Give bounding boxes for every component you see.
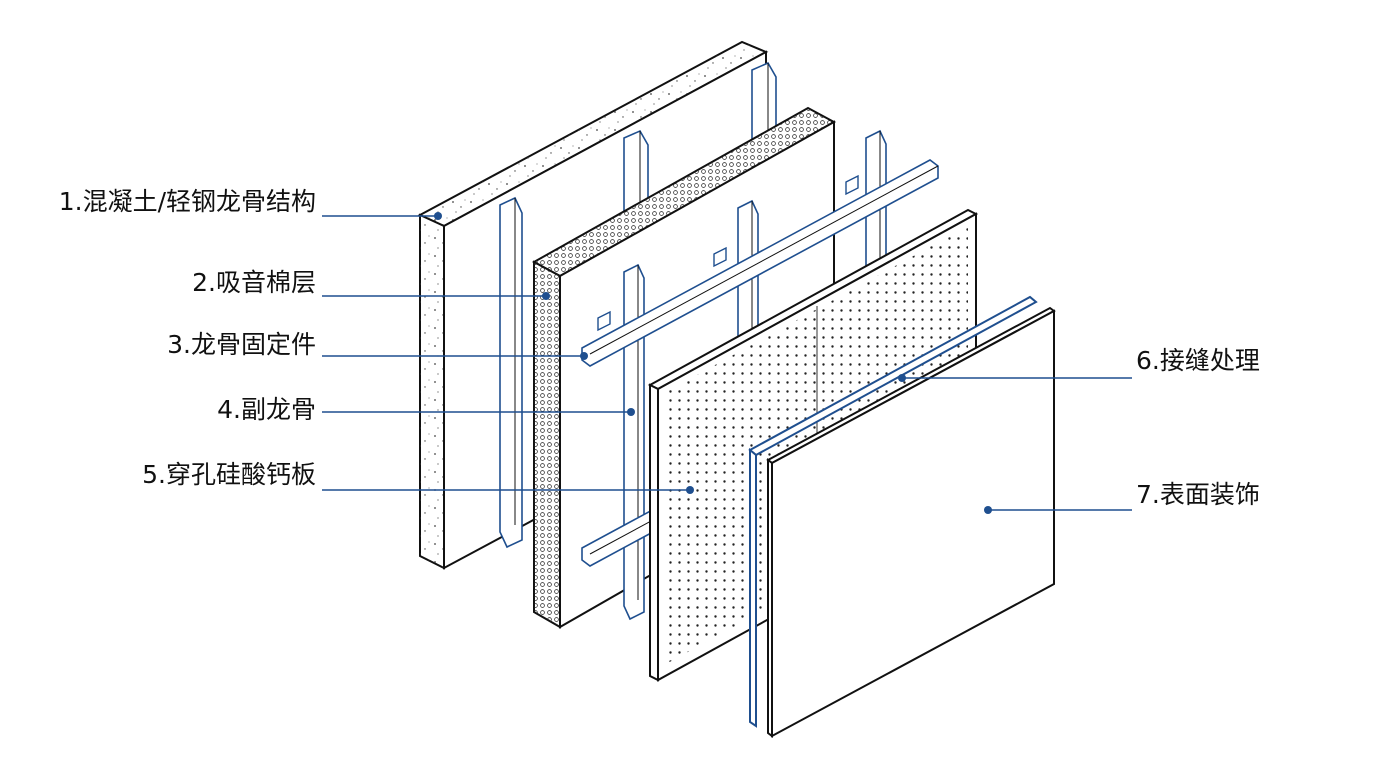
label-surface-finish: 7.表面装饰 [1136, 480, 1260, 509]
label-acoustic-wool-layer: 2.吸音棉层 [192, 268, 316, 297]
dot-layer2 [542, 292, 550, 300]
fixing-clips [597, 174, 859, 332]
label-concrete-keel-structure: 1.混凝土/轻钢龙骨结构 [58, 187, 316, 216]
dot-layer4 [627, 408, 635, 416]
dot-layer6 [898, 374, 906, 382]
label-secondary-keel: 4.副龙骨 [217, 395, 316, 424]
dot-layer1 [434, 212, 442, 220]
dot-layer7 [984, 506, 992, 514]
leader-dots [434, 212, 992, 514]
label-keel-fixings: 3.龙骨固定件 [167, 330, 316, 359]
dot-layer3 [580, 352, 588, 360]
label-joint-treatment: 6.接缝处理 [1136, 346, 1260, 375]
dot-layer5 [686, 486, 694, 494]
label-perforated-board: 5.穿孔硅酸钙板 [142, 460, 316, 489]
leader-lines [322, 215, 1132, 511]
finish-board [766, 306, 1056, 738]
joint-strip [748, 295, 1038, 728]
